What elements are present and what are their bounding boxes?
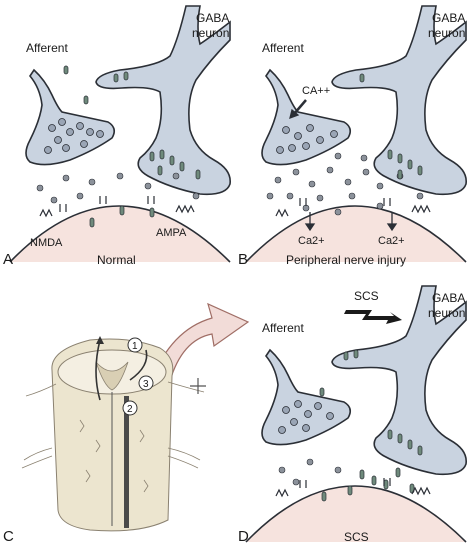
panel-a: Afferent GABA neuron NMDA AMPA Normal A [3,5,231,268]
panel-a-nmda-label: NMDA [30,237,63,249]
panel-b-caption: Peripheral nerve injury [286,253,406,267]
panel-d-stimulus-label: SCS [354,289,379,303]
panel-b-letter: B [238,251,248,268]
panel-b-vesicles [276,124,338,154]
panel-a-gaba-vesicles [63,65,201,228]
panel-a-letter: A [3,251,13,268]
transition-arrow [149,302,250,389]
panel-b-afferent-label: Afferent [262,41,304,55]
panel-b-neuron-label: neuron [428,26,465,40]
panel-b-gaba-vesicles [359,73,423,180]
panel-a-neuron-label: neuron [192,26,229,40]
spinal-cord-illustration [21,336,206,532]
panel-a-receptors [39,196,195,218]
marker-2-label: 2 [127,404,133,415]
marker-3: 3 [138,375,154,391]
panel-d-gaba-vesicles [319,349,423,502]
panel-a-caption: Normal [97,253,136,267]
marker-1-label: 1 [132,341,138,352]
panel-b-ca-right-label: Ca2+ [378,235,405,247]
panel-a-gaba-label: GABA [196,11,229,25]
panel-c: 1 2 3 C [3,302,250,545]
panel-d-gaba-label: GABA [432,291,465,305]
panel-b: Afferent GABA neuron CA++ Ca2+ Ca2+ Peri… [238,5,468,268]
panel-c-letter: C [3,528,14,545]
panel-d: SCS Afferent GABA neuron SCS D [238,285,468,545]
panel-d-receptors [275,478,431,498]
panel-b-receptors [275,198,431,218]
panel-d-caption: SCS [344,530,369,544]
panel-d-afferent-label: Afferent [262,321,304,335]
panel-a-afferent-label: Afferent [26,41,68,55]
panel-a-vesicles [44,118,104,154]
panel-d-letter: D [238,528,249,545]
panel-d-transmitter [278,458,342,486]
panel-b-ca-left-label: Ca2+ [298,235,325,247]
panel-d-vesicles [278,400,334,434]
marker-1: 1 [127,337,143,353]
marker-2: 2 [122,400,138,416]
marker-3-label: 3 [143,379,149,390]
panel-a-ampa-label: AMPA [156,227,187,239]
panel-b-ca-influx-label: CA++ [302,85,330,97]
panel-d-neuron-label: neuron [428,306,465,320]
panel-a-transmitter [36,172,200,204]
panel-b-transmitter [266,152,424,216]
panel-b-gaba-label: GABA [432,11,465,25]
scs-lightning-icon [344,310,402,324]
panel-b-calcium-arrows [289,99,398,232]
